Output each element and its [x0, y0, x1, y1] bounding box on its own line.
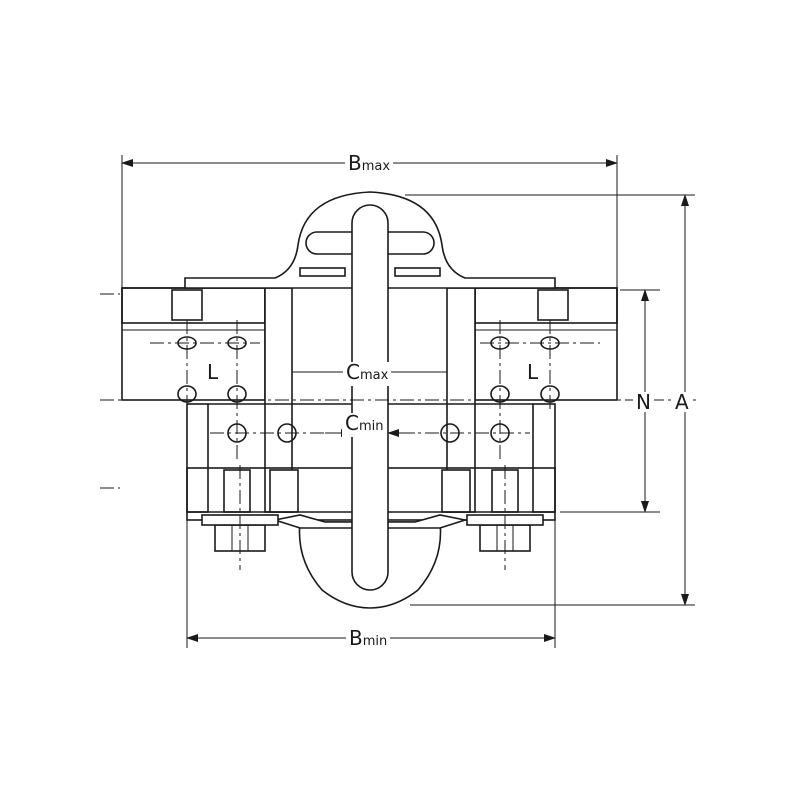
upper-plates — [121, 287, 618, 401]
bottom-yoke — [271, 514, 469, 609]
n-label: N — [633, 392, 654, 412]
extension-lines — [121, 155, 695, 648]
l-right-label: L — [524, 362, 542, 382]
holes — [150, 320, 600, 460]
center-rod — [351, 204, 389, 591]
l-left-label: L — [204, 362, 222, 382]
a-label: A — [672, 392, 692, 412]
bolts — [201, 465, 544, 570]
bmin-label: Bmin — [346, 628, 391, 652]
cmax-label: Cmax — [343, 362, 392, 386]
cmin-label: Cmin — [342, 413, 387, 437]
bmax-label: Bmax — [345, 153, 394, 177]
